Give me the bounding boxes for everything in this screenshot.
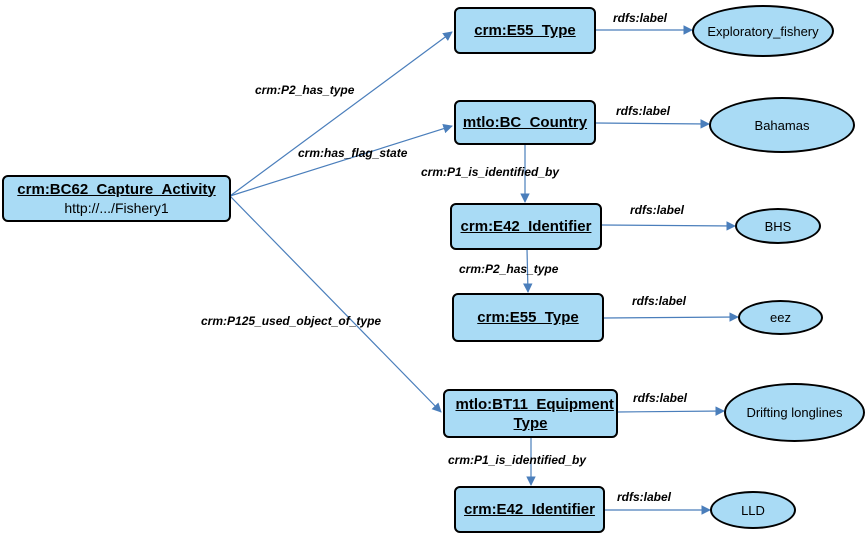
edge-label-rdfs-label: rdfs:label [616, 104, 671, 118]
literal-bahamas[interactable]: Bahamas [709, 97, 855, 153]
node-title: crm:E55_Type [477, 309, 579, 326]
node-bc-country[interactable]: mtlo:BC_Country [454, 100, 596, 145]
edge-rdfs-label-bhs [601, 221, 736, 231]
node-title: crm:E42_Identifier [460, 218, 592, 235]
edge-label-rdfs-label: rdfs:label [617, 490, 672, 504]
node-e42-identifier-country[interactable]: crm:E42_Identifier [450, 203, 602, 250]
edge-label-rdfs-label: rdfs:label [633, 391, 688, 405]
literal-eez[interactable]: eez [738, 300, 823, 335]
edge-label-p2-has-type-top: crm:P2_has_type [255, 83, 355, 97]
literal-text: BHS [764, 218, 792, 234]
edge-p2-has-type-top [229, 31, 453, 197]
edge-label-p2-has-type-mid: crm:P2_has_type [459, 262, 559, 276]
node-e55-type-top[interactable]: crm:E55_Type [454, 7, 596, 54]
node-title: crm:E42_Identifier [464, 501, 595, 518]
node-e42-identifier-equipment[interactable]: crm:E42_Identifier [454, 486, 605, 533]
edge-rdfs-label-eez [603, 312, 739, 322]
literal-bhs[interactable]: BHS [735, 208, 821, 244]
edge-label-p1-identified-equipment: crm:P1_is_identified_by [448, 453, 587, 467]
literal-exploratory-fishery[interactable]: Exploratory_fishery [692, 5, 834, 57]
node-title: crm:BC62_Capture_Activity [17, 180, 216, 198]
literal-lld[interactable]: LLD [710, 491, 796, 529]
node-title: crm:E55_Type [474, 22, 576, 39]
literal-text: LLD [741, 502, 765, 518]
edge-label-p1-identified-country: crm:P1_is_identified_by [421, 165, 560, 179]
edge-label-p125-used-object-of-type: crm:P125_used_object_of_type [201, 314, 382, 328]
node-title: mtlo:BT11_Equipment Type [455, 395, 614, 432]
node-uri: http://.../Fishery1 [64, 199, 169, 216]
literal-text: Bahamas [754, 117, 810, 133]
edge-has-flag-state [229, 124, 453, 197]
literal-text: eez [770, 310, 791, 325]
edge-p2-has-type-mid [523, 248, 533, 293]
node-title: mtlo:BC_Country [462, 114, 588, 131]
node-bt11-equipment-type[interactable]: mtlo:BT11_Equipment Type [443, 389, 618, 438]
edge-label-rdfs-label: rdfs:label [632, 294, 687, 308]
literal-text: Exploratory_fishery [707, 23, 819, 39]
node-capture-activity[interactable]: crm:BC62_Capture_Activity http://.../Fis… [2, 175, 231, 222]
edge-p125-used-object-of-type [229, 195, 442, 413]
edge-label-rdfs-label: rdfs:label [630, 203, 685, 217]
literal-drifting-longlines[interactable]: Drifting longlines [724, 383, 865, 442]
edge-label-rdfs-label: rdfs:label [613, 11, 668, 25]
literal-text: Drifting longlines [746, 405, 843, 420]
node-e55-type-mid[interactable]: crm:E55_Type [452, 293, 604, 342]
edge-rdfs-label-drifting [616, 406, 725, 416]
edge-rdfs-label-bahamas [595, 119, 710, 129]
edge-label-has-flag-state: crm:has_flag_state [298, 146, 408, 160]
